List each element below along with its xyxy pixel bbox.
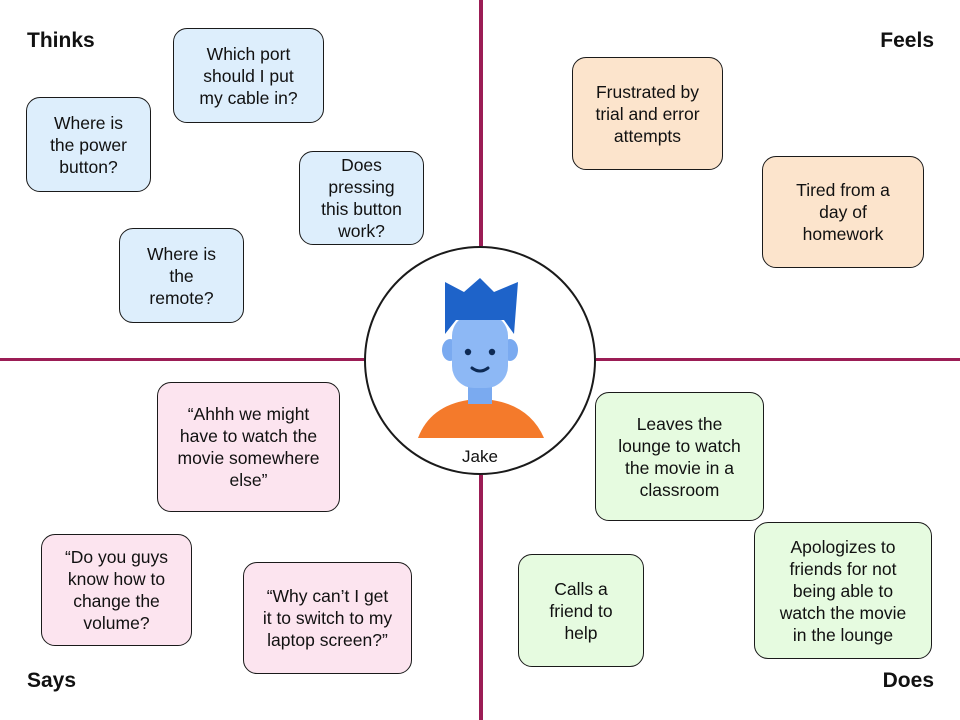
persona-name: Jake	[462, 447, 498, 466]
sticky-note-says-volume[interactable]: “Do you guys know how to change the volu…	[41, 534, 192, 646]
vertical-axis-top	[479, 0, 483, 246]
horizontal-axis-right	[596, 358, 960, 361]
sticky-note-does-leaves[interactable]: Leaves the lounge to watch the movie in …	[595, 392, 764, 521]
sticky-note-thinks-button[interactable]: Does pressing this button work?	[299, 151, 424, 245]
sticky-note-says-laptop[interactable]: “Why can’t I get it to switch to my lapt…	[243, 562, 412, 674]
sticky-note-feels-frustrated[interactable]: Frustrated by trial and error attempts	[572, 57, 723, 170]
horizontal-axis-left	[0, 358, 364, 361]
quadrant-label-says: Says	[27, 669, 77, 692]
sticky-note-thinks-remote[interactable]: Where is the remote?	[119, 228, 244, 323]
quadrant-label-does: Does	[882, 669, 934, 692]
sticky-note-does-calls[interactable]: Calls a friend to help	[518, 554, 644, 667]
persona-circle: Jake	[364, 246, 596, 475]
quadrant-label-thinks: Thinks	[27, 29, 95, 52]
sticky-note-thinks-port[interactable]: Which port should I put my cable in?	[173, 28, 324, 123]
sticky-note-does-apologizes[interactable]: Apologizes to friends for not being able…	[754, 522, 932, 659]
boy-avatar-icon	[418, 278, 544, 438]
vertical-axis-bottom	[479, 475, 483, 720]
sticky-note-feels-tired[interactable]: Tired from a day of homework	[762, 156, 924, 268]
sticky-note-thinks-power[interactable]: Where is the power button?	[26, 97, 151, 192]
quadrant-label-feels: Feels	[880, 29, 934, 52]
sticky-note-says-movie[interactable]: “Ahhh we might have to watch the movie s…	[157, 382, 340, 512]
